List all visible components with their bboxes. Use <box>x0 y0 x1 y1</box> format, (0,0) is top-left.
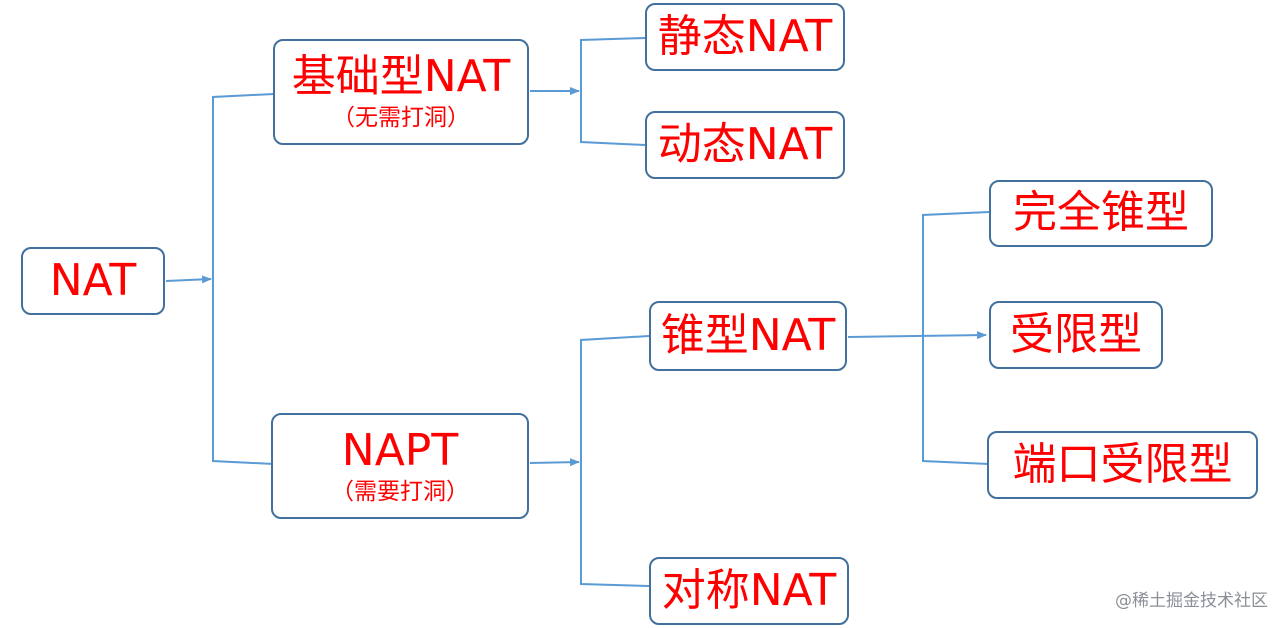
node-static-nat-label: 静态NAT <box>657 10 833 62</box>
connector-napt-bracket <box>580 335 650 587</box>
node-basic-nat-label: 基础型NAT <box>291 51 511 103</box>
node-symmetric-nat-label: 对称NAT <box>661 564 837 616</box>
watermark-text: @稀土掘金技术社区 <box>1115 591 1268 611</box>
connector-cone-bracket <box>922 211 990 465</box>
node-restricted: 受限型 <box>989 301 1163 369</box>
node-cone-nat: 锥型NAT <box>649 301 847 371</box>
node-full-cone: 完全锥型 <box>989 180 1213 247</box>
node-port-restricted-label: 端口受限型 <box>1012 438 1233 490</box>
node-port-restricted: 端口受限型 <box>987 431 1258 499</box>
node-basic-nat-note: （无需打洞） <box>332 104 470 131</box>
node-nat-label: NAT <box>49 254 137 306</box>
connector-napt-arrow <box>529 458 580 467</box>
node-symmetric-nat: 对称NAT <box>649 557 849 625</box>
node-dynamic-nat: 动态NAT <box>645 111 845 179</box>
connector-root-arrow <box>165 275 212 284</box>
connector-root-bracket <box>212 93 275 465</box>
node-full-cone-label: 完全锥型 <box>1013 187 1189 239</box>
node-dynamic-nat-label: 动态NAT <box>657 118 833 170</box>
connector-basic-bracket <box>580 37 646 146</box>
node-cone-nat-label: 锥型NAT <box>660 309 836 361</box>
node-napt: NAPT （需要打洞） <box>271 413 529 519</box>
node-napt-label: NAPT <box>341 425 459 477</box>
node-nat: NAT <box>21 247 165 315</box>
connector-cone-arrow <box>847 331 987 340</box>
node-restricted-label: 受限型 <box>1010 308 1142 360</box>
node-static-nat: 静态NAT <box>645 3 845 71</box>
node-napt-note: （需要打洞） <box>331 478 469 505</box>
node-basic-nat: 基础型NAT （无需打洞） <box>273 39 529 145</box>
